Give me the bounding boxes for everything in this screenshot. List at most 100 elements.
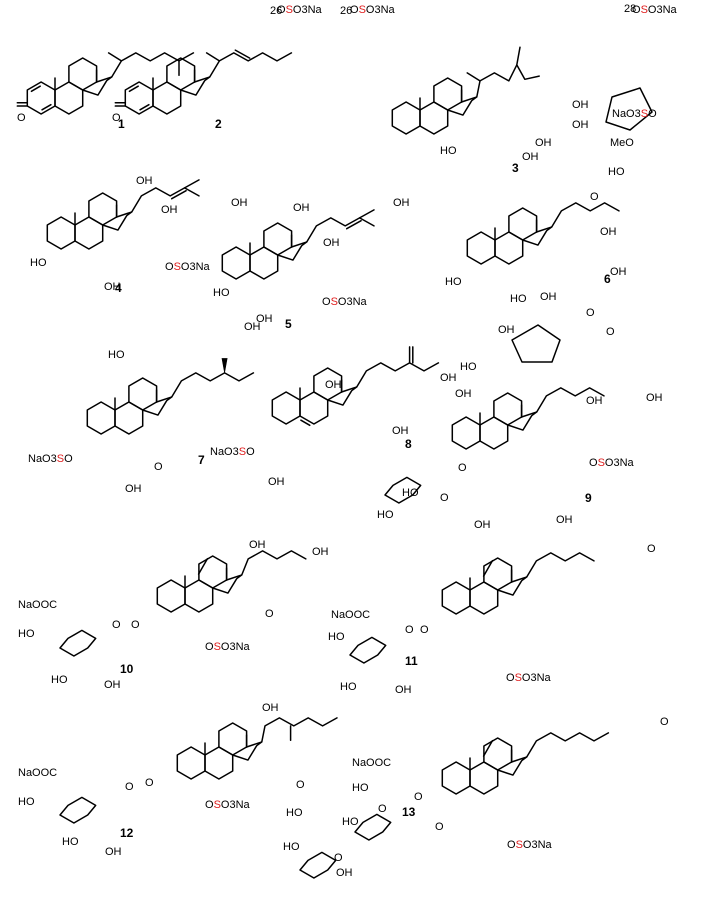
atom-label: O: [154, 461, 163, 473]
atom-label: OSO3Na: [506, 672, 552, 684]
compound-number: 3: [512, 161, 519, 175]
compound-5-structure: [221, 209, 375, 280]
atom-label: OH: [293, 202, 310, 214]
atom-label: OH: [125, 483, 142, 495]
atom-label: OSO3Na: [589, 457, 635, 469]
sulfur-atom: S: [57, 453, 64, 465]
atom-label: OH: [586, 395, 603, 407]
atom-label: OH: [455, 388, 472, 400]
sulfur-atom: S: [641, 108, 648, 120]
atom-label: OH: [474, 519, 491, 531]
atom-label: O: [296, 779, 305, 791]
atom-label: HO: [445, 276, 462, 288]
atom-label: OH: [395, 684, 412, 696]
compound-7-structure: [86, 358, 255, 435]
atom-label: HO: [402, 487, 419, 499]
atom-label: OH: [105, 846, 122, 858]
sulfur-atom: S: [214, 799, 221, 811]
atom-label: OH: [646, 392, 663, 404]
atom-label: HO: [62, 836, 79, 848]
atom-label: O: [125, 781, 134, 793]
atom-label: OH: [540, 291, 557, 303]
atom-label: HO: [18, 796, 35, 808]
atom-label: O: [265, 608, 274, 620]
compound-number: 4: [115, 281, 122, 295]
compound-12-structure: [59, 717, 338, 824]
compound-10-structure: [59, 550, 307, 657]
atom-label: HO: [328, 631, 345, 643]
atom-label: OH: [268, 476, 285, 488]
atom-label: NaOOC: [331, 609, 370, 621]
sulfur-atom: S: [516, 839, 523, 851]
compound-number: 7: [198, 453, 205, 467]
compound-6-structure: [466, 87, 653, 265]
atom-label: MeO: [610, 137, 634, 149]
atom-label: OH: [393, 197, 410, 209]
atom-label: HO: [108, 349, 125, 361]
atom-label: NaO3SO: [612, 108, 657, 120]
atom-label: O: [17, 112, 26, 124]
atom-label: O: [112, 619, 121, 631]
atom-label: O: [131, 619, 140, 631]
atom-label: 26: [340, 5, 352, 17]
compound-number: 5: [285, 317, 292, 331]
atom-label: OSO3Na: [277, 4, 323, 16]
atom-label: O: [414, 791, 423, 803]
atom-label: OH: [610, 266, 627, 278]
atom-label: OH: [572, 119, 589, 131]
atom-label: HO: [286, 807, 303, 819]
atom-label: OH: [325, 379, 342, 391]
atom-label: HO: [213, 287, 230, 299]
atom-label: O: [590, 191, 599, 203]
sulfur-atom: S: [515, 672, 522, 684]
atom-label: OH: [323, 237, 340, 249]
atom-label: O: [334, 852, 343, 864]
atom-label: O: [405, 624, 414, 636]
atom-label: OH: [572, 99, 589, 111]
atom-label: 26: [270, 5, 282, 17]
compound-number: 1: [118, 117, 125, 131]
atom-label: O: [378, 803, 387, 815]
compound-8-structure: [271, 346, 440, 427]
compound-number: 9: [585, 491, 592, 505]
compound-4-structure: [46, 179, 200, 250]
atom-label: HO: [283, 841, 300, 853]
sulfur-atom: S: [331, 296, 338, 308]
atom-label: HO: [608, 166, 625, 178]
atom-label: HO: [377, 509, 394, 521]
atom-label: O: [606, 326, 615, 338]
atom-label: OH: [104, 281, 121, 293]
atom-label: 28: [624, 3, 636, 15]
atom-label: O: [112, 112, 121, 124]
compound-1-structure: [16, 52, 195, 115]
compound-3-structure: [391, 46, 540, 135]
sulfur-atom: S: [286, 4, 293, 16]
atom-label: OH: [522, 151, 539, 163]
atom-label: OH: [262, 702, 279, 714]
sulfur-atom: S: [239, 446, 246, 458]
compound-number: 13: [402, 805, 416, 819]
atom-label: HO: [510, 293, 527, 305]
atom-label: OSO3Na: [507, 839, 553, 851]
atom-label: NaOOC: [352, 757, 391, 769]
atom-label: O: [435, 821, 444, 833]
atom-label: HO: [440, 145, 457, 157]
sulfur-atom: S: [174, 261, 181, 273]
atom-label: OSO3Na: [205, 641, 251, 653]
atom-label: HO: [18, 628, 35, 640]
atom-label: NaOOC: [18, 599, 57, 611]
atom-label: OH: [498, 324, 515, 336]
atom-label: OH: [231, 197, 248, 209]
atom-label: OSO3Na: [165, 261, 211, 273]
